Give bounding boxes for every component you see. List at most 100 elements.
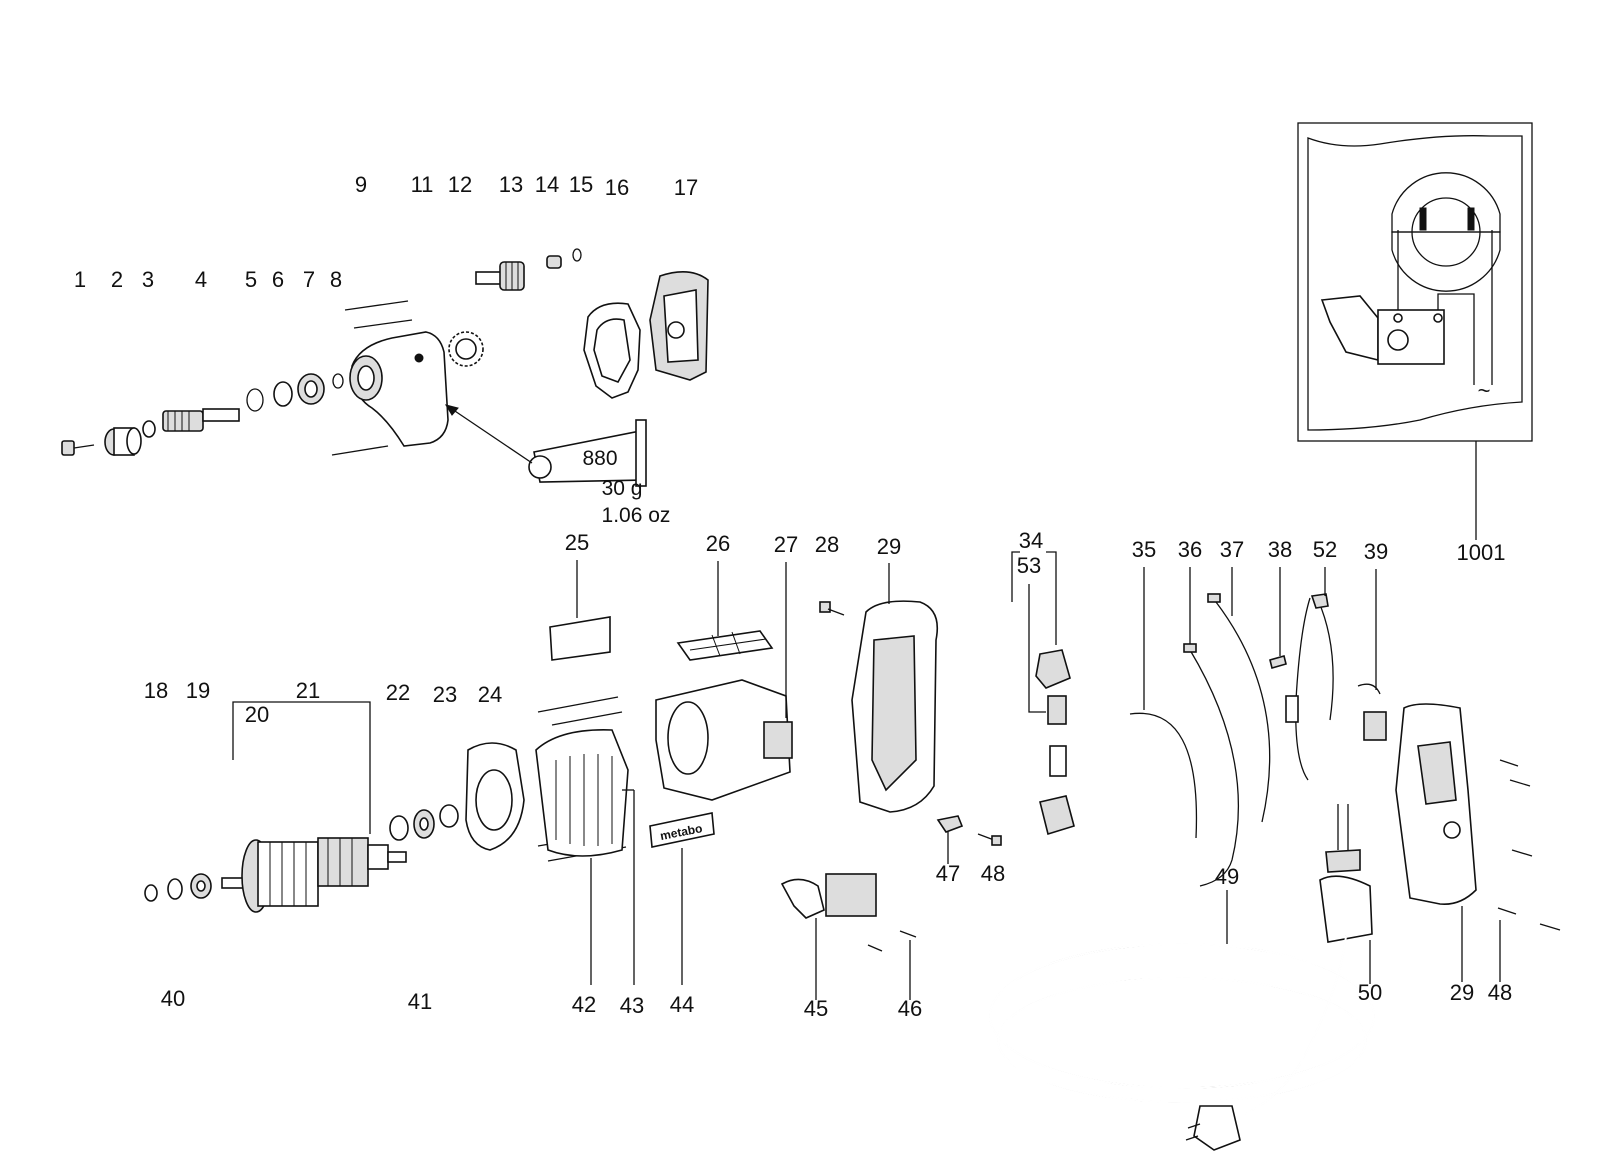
part-label-p52: 52	[1313, 537, 1337, 562]
part-label-p50: 50	[1358, 980, 1382, 1005]
part-label-p48a: 48	[981, 861, 1005, 886]
brush-holder-lower	[1039, 795, 1075, 836]
part-27-motor-housing	[655, 562, 793, 801]
part-53-carbon-brush	[1047, 695, 1067, 777]
part-label-p28: 28	[815, 532, 839, 557]
grease-tube: 880	[528, 419, 647, 487]
part-17-cover	[649, 271, 709, 381]
part-label-p39: 39	[1364, 539, 1388, 564]
wiring-diagram-1001: ~	[1297, 122, 1533, 540]
part-label-p5: 5	[245, 267, 257, 292]
part-label-p26: 26	[706, 531, 730, 556]
part-49-power-cord	[989, 890, 1375, 1151]
part-50-cable-clamp	[1319, 804, 1373, 984]
part-47-clip	[936, 815, 964, 864]
part-label-p47: 47	[936, 861, 960, 886]
brushes-and-wires	[989, 551, 1561, 1151]
part-label-p1001: 1001	[1457, 540, 1506, 565]
part-label-p46: 46	[898, 996, 922, 1021]
part-3-washer	[142, 420, 156, 438]
part-label-p22: 22	[386, 680, 410, 705]
part-29-handle-half	[851, 563, 939, 813]
part-34-brush-holder	[1035, 649, 1071, 689]
part-label-p21: 21	[296, 678, 320, 703]
mains-plug	[1193, 1105, 1241, 1151]
part-36-wire	[1189, 649, 1240, 887]
part-20-armature	[221, 837, 407, 913]
part-label-p4: 4	[195, 267, 207, 292]
part-8-ring	[332, 373, 344, 389]
part-label-p16: 16	[605, 175, 629, 200]
part-43-field-coil	[535, 729, 635, 985]
part-12-gear	[448, 331, 484, 367]
part-label-p49: 49	[1215, 864, 1239, 889]
part-9-pins	[331, 300, 413, 456]
part-13-pinion	[475, 261, 525, 291]
part-41-bearing	[413, 809, 435, 839]
part-label-p43: 43	[620, 993, 644, 1018]
part-37-wire	[1215, 601, 1271, 823]
part-label-p19: 19	[186, 678, 210, 703]
part-label-p1: 1	[74, 267, 86, 292]
part-35-wire	[1129, 712, 1198, 839]
part-label-p20: 20	[245, 702, 269, 727]
part-label-p44: 44	[670, 992, 694, 1017]
motor-assembly: metabo	[144, 560, 1002, 1000]
part-28-screw	[819, 601, 845, 616]
part-label-p24: 24	[478, 682, 502, 707]
part-label-p35: 35	[1132, 537, 1156, 562]
part-label-p13: 13	[499, 172, 523, 197]
part-40-washer	[167, 878, 183, 900]
part-label-p29b: 29	[1450, 980, 1474, 1005]
part-5-circlip	[246, 388, 264, 412]
part-label-p14: 14	[535, 172, 559, 197]
part-label-p3: 3	[142, 267, 154, 292]
part-label-p40: 40	[161, 986, 185, 1011]
part-48-screws-right	[1497, 759, 1561, 982]
part-label-p37: 37	[1220, 537, 1244, 562]
part-11-gear-housing	[349, 331, 449, 447]
part-19-bearing	[190, 873, 212, 899]
part-label-p23: 23	[433, 682, 457, 707]
grease-weight-metric: 30 g	[602, 477, 643, 500]
part-46-screws	[867, 930, 917, 1000]
part-38-connector	[1269, 567, 1287, 669]
part-16-gasket	[583, 302, 641, 399]
part-52-suppressor	[1285, 567, 1334, 781]
part-label-p17: 17	[674, 175, 698, 200]
part-18-washer	[144, 884, 158, 902]
part-label-p27: 27	[774, 532, 798, 557]
part-22-washer	[389, 815, 409, 841]
part-label-p29a: 29	[877, 534, 901, 559]
part-label-p18: 18	[144, 678, 168, 703]
part-29-handle-half-right	[1395, 703, 1477, 982]
part-6-washer	[273, 381, 293, 407]
grease-code: 880	[582, 447, 617, 470]
part-25-label	[549, 616, 611, 661]
part-label-p11: 11	[411, 172, 434, 197]
part-label-p8: 8	[330, 267, 342, 292]
ac-symbol: ~	[1478, 378, 1491, 403]
part-label-p36: 36	[1178, 537, 1202, 562]
part-label-p53: 53	[1017, 553, 1041, 578]
part-label-p45: 45	[804, 996, 828, 1021]
part-1-screw	[61, 440, 95, 456]
part-45-switch	[780, 873, 877, 1000]
part-label-p6: 6	[272, 267, 284, 292]
part-26-label	[676, 561, 774, 661]
part-14-bushing	[546, 255, 562, 269]
grease-arrow	[445, 404, 533, 464]
part-label-p7: 7	[303, 267, 315, 292]
part-4-spindle	[162, 408, 240, 432]
part-label-p15: 15	[569, 172, 593, 197]
part-7-bearing	[297, 373, 325, 405]
part-label-p25: 25	[565, 530, 589, 555]
part-label-p12: 12	[448, 172, 472, 197]
part-label-p42: 42	[572, 992, 596, 1017]
part-2-nut	[104, 427, 142, 456]
part-label-p9: 9	[355, 172, 367, 197]
part-label-p2: 2	[111, 267, 123, 292]
part-label-p48b: 48	[1488, 980, 1512, 1005]
